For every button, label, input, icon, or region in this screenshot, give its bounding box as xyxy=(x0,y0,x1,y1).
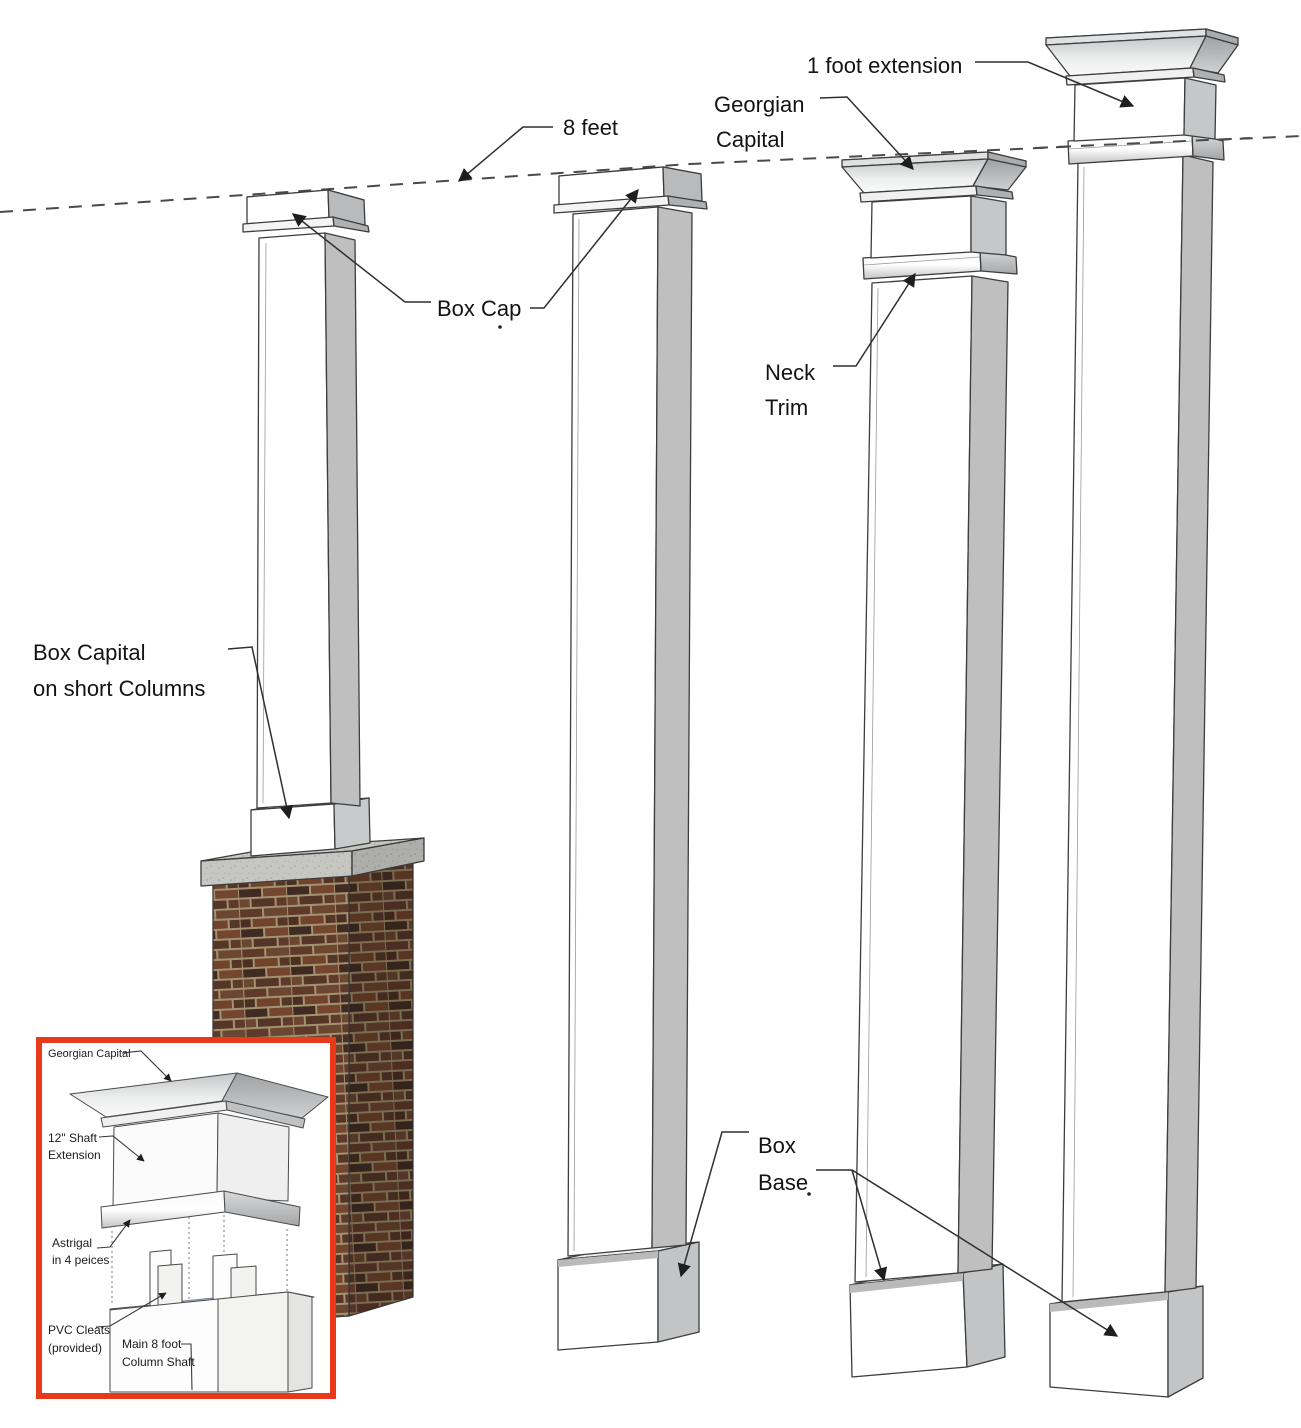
georgian-capital-col3 xyxy=(841,151,1027,203)
neck-col3 xyxy=(870,195,1007,259)
label-box-capital-2: on short Columns xyxy=(33,676,205,701)
leader-one-foot-extension xyxy=(975,61,1135,108)
leader-box-cap-left xyxy=(291,213,431,303)
eight-feet-dashed-overlay xyxy=(1034,137,1251,149)
inset-label-cleats-2: (provided) xyxy=(48,1341,102,1355)
stray-dot-box-base xyxy=(807,1192,811,1196)
box-base-col4 xyxy=(1049,1285,1204,1398)
box-base-col2 xyxy=(557,1241,700,1351)
label-neck-trim-1: Neck xyxy=(765,360,816,385)
inset-label-extension-1: 12" Shaft xyxy=(48,1131,98,1145)
leader-eight-feet xyxy=(457,126,553,182)
inset-panel: Georgian Capital 12" Shaft Extension Ast… xyxy=(36,1037,336,1399)
leader-lines xyxy=(227,61,1135,1337)
box-cap-left xyxy=(242,189,370,233)
shaft-col2 xyxy=(567,206,693,1257)
inset-bracket-main-shaft xyxy=(181,1343,193,1391)
label-one-foot-extension: 1 foot extension xyxy=(807,53,962,78)
leader-georgian-capital xyxy=(819,96,914,170)
inset-leaders xyxy=(95,1050,193,1391)
leader-box-cap-right xyxy=(530,188,639,309)
shaft-col4 xyxy=(1061,154,1214,1303)
inset-label-cleats-1: PVC Cleats xyxy=(48,1323,110,1337)
label-box-cap: Box Cap xyxy=(437,296,521,321)
inset-label-georgian: Georgian Capital xyxy=(48,1048,131,1060)
label-box-base-2: Base xyxy=(758,1170,808,1195)
inset-leader-astragal xyxy=(96,1219,131,1249)
inset-georgian-capital xyxy=(69,1072,329,1129)
label-georgian-capital-1: Georgian xyxy=(714,92,805,117)
labels: 8 feet Georgian Capital 1 foot extension… xyxy=(33,53,962,1195)
inset-label-astragal-2: in 4 peices xyxy=(52,1253,109,1267)
inset-leader-extension xyxy=(98,1135,145,1162)
column-box-cap xyxy=(553,166,708,1351)
label-georgian-capital-2: Capital xyxy=(716,127,784,152)
label-eight-feet: 8 feet xyxy=(563,115,618,140)
box-cap-col2 xyxy=(553,166,708,214)
inset-label-extension-2: Extension xyxy=(48,1148,101,1162)
leader-box-capital xyxy=(227,646,294,820)
label-box-capital-1: Box Capital xyxy=(33,640,146,665)
georgian-capital-col4 xyxy=(1045,28,1239,86)
inset-label-main-shaft-1: Main 8 foot xyxy=(122,1337,182,1351)
stray-dot-box-cap xyxy=(498,325,502,329)
inset-shaft-extension xyxy=(112,1112,290,1210)
leader-box-base-left xyxy=(677,1131,749,1278)
inset-leader-cleats xyxy=(95,1292,167,1328)
inset-leader-georgian xyxy=(121,1050,172,1082)
label-neck-trim-2: Trim xyxy=(765,395,808,420)
shaft-col3 xyxy=(854,275,1009,1283)
short-column-shaft xyxy=(256,232,361,809)
leader-neck-trim xyxy=(833,272,916,367)
eight-feet-dashed-line xyxy=(0,135,1301,213)
inset-label-astragal-1: Astrigal xyxy=(52,1236,92,1250)
column-georgian-extended xyxy=(1045,28,1239,1398)
one-foot-extension-block xyxy=(1073,77,1217,142)
inset-label-main-shaft-2: Column Shaft xyxy=(122,1355,195,1369)
inset-astragal-ring xyxy=(100,1190,301,1229)
column-georgian xyxy=(841,151,1027,1378)
label-box-base-1: Box xyxy=(758,1133,796,1158)
inset-labels: Georgian Capital 12" Shaft Extension Ast… xyxy=(48,1048,195,1369)
leader-box-base-right xyxy=(851,1169,1119,1337)
